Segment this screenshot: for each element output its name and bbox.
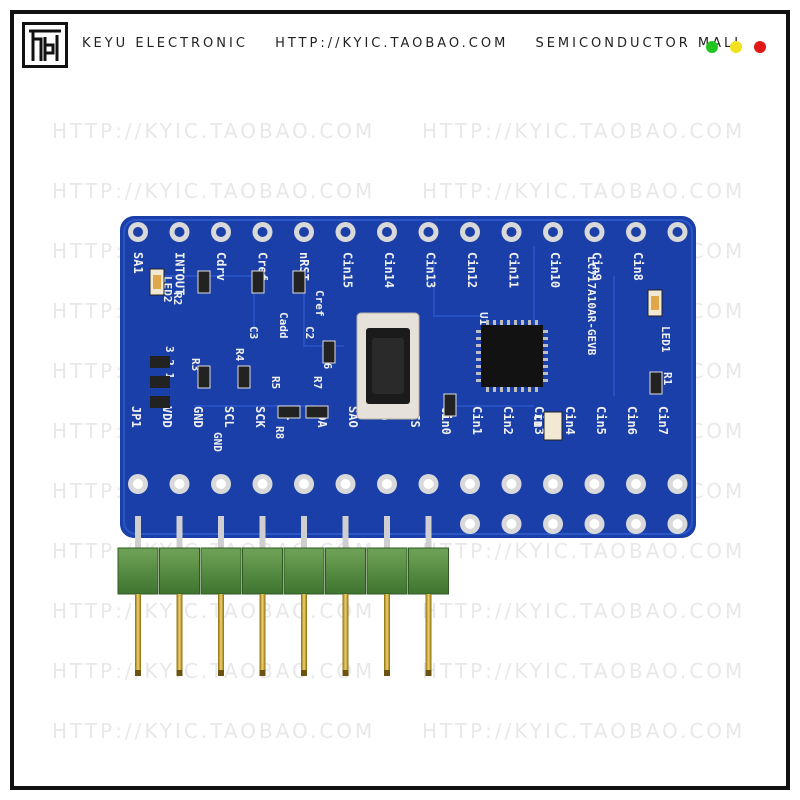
ic-chip [481, 325, 543, 387]
silk-top-label: Cin14 [382, 252, 396, 288]
header-housing [408, 547, 449, 595]
yellow-dot-icon [730, 41, 742, 53]
silk-bottom-label: SCK [253, 406, 267, 428]
silk-part-label: R7 [311, 376, 324, 389]
header-housing [366, 547, 408, 595]
watermark-text: HTTP://KYIC.TAOBAO.COM [52, 719, 375, 743]
header-housing [283, 547, 325, 595]
smd-components [149, 268, 663, 441]
brand-url: HTTP://KYIC.TAOBAO.COM [275, 36, 509, 51]
pin-top [301, 516, 307, 556]
pin-top [342, 516, 349, 556]
header-housing [325, 547, 366, 595]
silk-part-label: LC717A10AR-GEVB [585, 256, 598, 356]
product-photo: HTTP://KYIC.TAOBAO.COM HTTP://KYIC.TAOBAO… [52, 119, 745, 743]
header-housing [159, 547, 200, 595]
watermark-text: HTTP://KYIC.TAOBAO.COM [422, 119, 745, 143]
pin-header [117, 516, 449, 676]
pin-top [218, 516, 224, 556]
gold-pin [301, 594, 307, 674]
logo-glyph-icon [29, 29, 61, 61]
silk-part-label: Cref [313, 290, 326, 317]
header-bar: KEYU ELECTRONIC HTTP://KYIC.TAOBAO.COM S… [14, 14, 786, 72]
silk-bottom-label: VDD [160, 406, 174, 428]
silk-bottom-label: SCL [222, 406, 236, 428]
gold-pin [384, 594, 390, 674]
watermark-text: HTTP://KYIC.TAOBAO.COM [422, 719, 745, 743]
pin-top [135, 516, 141, 556]
silk-part-label: R5 [269, 376, 282, 389]
header-housing [242, 547, 283, 595]
silk-bottom-label: GND [191, 406, 205, 428]
silk-top-label: Cin10 [548, 252, 562, 288]
silk-top-label: Cin12 [465, 252, 479, 288]
gold-pin [135, 594, 141, 674]
watermark-text: HTTP://KYIC.TAOBAO.COM [422, 539, 745, 563]
silk-part-label: LED1 [659, 326, 672, 353]
silk-part-label: R8 [273, 426, 286, 439]
silk-part-label: GND [211, 432, 224, 452]
silk-top-label: INTOUT [173, 252, 187, 295]
pad-rows [128, 222, 688, 534]
silk-part-label: R1 [661, 372, 674, 386]
silk-bottom-label: Cin5 [594, 406, 608, 435]
brand-name: KEYU ELECTRONIC [82, 36, 248, 51]
gold-pin [259, 594, 266, 674]
silk-bottom-label: JP1 [129, 406, 143, 428]
silk-part-label: R2 [171, 292, 184, 305]
pin-top [259, 516, 266, 556]
silk-bottom-label: Cin6 [625, 406, 639, 435]
silk-part-label: C3 [247, 326, 260, 339]
pin-top [425, 516, 432, 556]
silk-bottom-label: Cin1 [470, 406, 484, 435]
silk-part-label: C1 [531, 414, 544, 428]
green-dot-icon [706, 41, 718, 53]
silk-part-label: C2 [303, 326, 316, 339]
watermark-text: HTTP://KYIC.TAOBAO.COM [52, 119, 375, 143]
brand-tagline: SEMICONDUCTOR MALL [535, 36, 745, 51]
watermark-text: HTTP://KYIC.TAOBAO.COM [52, 659, 375, 683]
silk-top-label: Cin15 [341, 252, 355, 288]
gold-pin [176, 594, 183, 674]
silk-part-label: Cadd [277, 312, 290, 339]
frame-notch [14, 68, 24, 88]
header-housing [200, 547, 242, 595]
watermark-text: HTTP://KYIC.TAOBAO.COM [52, 179, 375, 203]
watermark-text: HTTP://KYIC.TAOBAO.COM [422, 659, 745, 683]
brand-logo [22, 22, 68, 68]
watermark-text: HTTP://KYIC.TAOBAO.COM [422, 599, 745, 623]
gold-pin [342, 594, 349, 674]
status-dots [694, 38, 766, 57]
gold-pin [218, 594, 224, 674]
red-dot-icon [754, 41, 766, 53]
silk-top-label: Cin13 [424, 252, 438, 288]
silk-bottom-label: Cin2 [501, 406, 515, 435]
silk-top-label: Cin8 [631, 252, 645, 281]
silk-bottom-label: Cin4 [563, 406, 577, 435]
silk-top-label: Cdrv [214, 252, 228, 281]
silk-bottom-label: Cin3 [532, 406, 546, 435]
watermark-text: HTTP://KYIC.TAOBAO.COM [422, 179, 745, 203]
gold-pin [425, 594, 432, 674]
silk-top-label: SA1 [131, 252, 145, 274]
pin-top [176, 516, 183, 556]
page-frame: KEYU ELECTRONIC HTTP://KYIC.TAOBAO.COM S… [10, 10, 790, 790]
silk-part-label: R4 [233, 348, 246, 362]
watermark-text: HTTP://KYIC.TAOBAO.COM [52, 599, 375, 623]
silk-bottom-label: Cin7 [656, 406, 670, 435]
header-housing [117, 547, 159, 595]
pin-top [384, 516, 390, 556]
silk-top-label: Cin9 [590, 252, 604, 281]
silk-top-label: Cin11 [507, 252, 521, 288]
brand-line: KEYU ELECTRONIC HTTP://KYIC.TAOBAO.COM S… [82, 36, 765, 51]
